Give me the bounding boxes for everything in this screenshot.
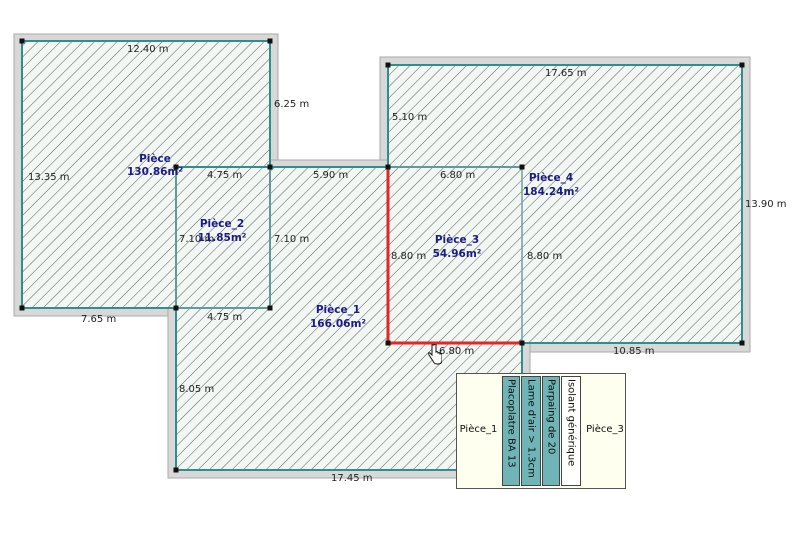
room-area-label: 166.06m²: [310, 318, 366, 330]
wall-layer-label: Parpaing de 20: [545, 379, 557, 455]
wall-layer-placoplatre[interactable]: Placoplatre BA 13: [502, 376, 520, 486]
wall-layer-label: Lame d'air > 1.3cm: [525, 379, 537, 478]
dimension-label: 4.75 m: [207, 312, 242, 323]
dimension-label: 12.40 m: [127, 44, 169, 55]
wall-layer-parpaing[interactable]: Parpaing de 20: [542, 376, 560, 486]
dimension-label: 7.10 m: [274, 234, 309, 245]
room-name-label[interactable]: Pièce_4: [529, 172, 573, 184]
dimension-label: 17.65 m: [545, 68, 587, 79]
room-name-label[interactable]: Pièce: [139, 153, 171, 165]
popup-right-room: Pièce_3: [586, 424, 624, 435]
dimension-label: 6.25 m: [274, 99, 309, 110]
dimension-label: 13.35 m: [28, 172, 70, 183]
dimension-label: 7.65 m: [81, 314, 116, 325]
wall-composition-popup: Pièce_1 Placoplatre BA 13 Lame d'air > 1…: [456, 373, 626, 489]
room-piece-1-surface[interactable]: [176, 167, 522, 470]
dimension-label: 13.90 m: [745, 199, 787, 210]
room-area-label: 130.86m²: [127, 166, 183, 178]
room-name-label[interactable]: Pièce_3: [435, 234, 479, 246]
dimension-label: 7.10 m: [179, 234, 214, 245]
dimension-label: 17.45 m: [331, 473, 373, 484]
dimension-label: 8.80 m: [391, 251, 426, 262]
room-name-label[interactable]: Pièce_2: [200, 218, 244, 230]
hand-cursor-icon: [428, 344, 442, 365]
room-area-label: 54.96m²: [433, 248, 482, 260]
popup-left-room: Pièce_1: [459, 424, 498, 435]
dimension-label: 5.90 m: [313, 170, 348, 181]
dimension-label: 6.80 m: [439, 346, 474, 357]
room-area-label: 184.24m²: [523, 186, 579, 198]
room-surfaces: [22, 41, 742, 470]
dimension-label: 10.85 m: [613, 346, 655, 357]
room-labels: Pièce 130.86m² Pièce_1 166.06m² Pièce_2 …: [127, 153, 579, 330]
dimension-label: 4.75 m: [207, 170, 242, 181]
wall-layer-air-gap[interactable]: Lame d'air > 1.3cm: [521, 376, 541, 486]
dimension-label: 5.10 m: [392, 112, 427, 123]
dimension-label: 6.80 m: [440, 170, 475, 181]
dimension-label: 8.80 m: [527, 251, 562, 262]
room-name-label[interactable]: Pièce_1: [316, 304, 360, 316]
inner-partitions: [175, 166, 523, 343]
wall-layer-label: Isolant générique: [565, 379, 577, 467]
wall-layer-isolant[interactable]: Isolant générique: [561, 376, 581, 486]
room-area-label: 11.85m²: [198, 232, 247, 244]
wall-layer-label: Placoplatre BA 13: [505, 379, 517, 468]
dimension-label: 8.05 m: [179, 384, 214, 395]
dimension-labels: 12.40 m 6.25 m 13.35 m 7.65 m 4.75 m 5.9…: [28, 44, 787, 484]
